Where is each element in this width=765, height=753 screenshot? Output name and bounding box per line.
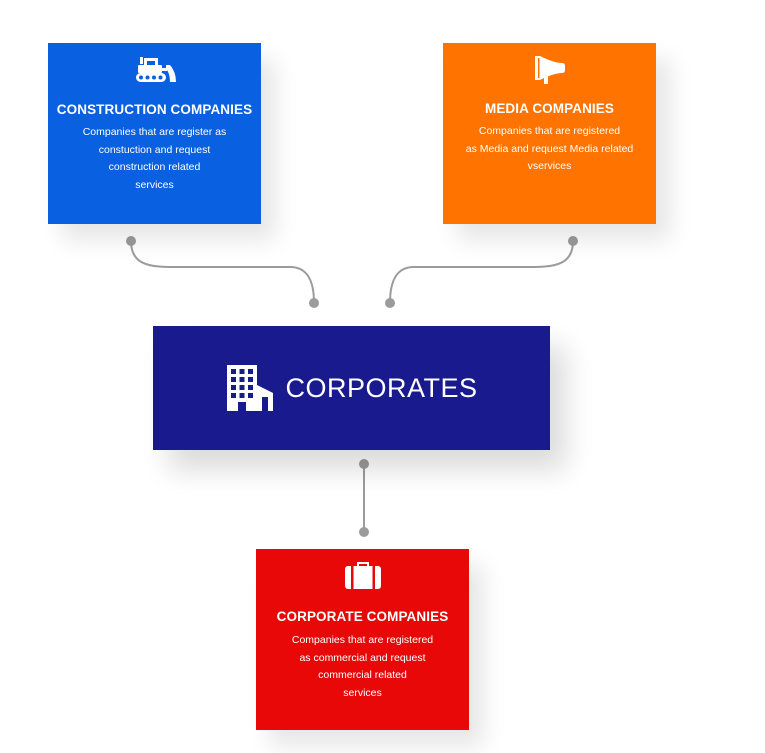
media-companies-card: MEDIA COMPANIES Companies that are regis… — [443, 43, 656, 224]
construction-companies-card: CONSTRUCTION COMPANIES Companies that ar… — [48, 43, 261, 224]
corporates-header: CORPORATES — [153, 326, 550, 450]
card-title: CORPORATE COMPANIES — [276, 609, 449, 624]
corporates-card: CORPORATES — [153, 326, 550, 450]
card-title: CONSTRUCTION COMPANIES — [56, 102, 253, 117]
corporate-companies-card: CORPORATE COMPANIES Companies that are r… — [256, 549, 469, 730]
connector-dot — [385, 298, 395, 308]
megaphone-icon — [534, 56, 565, 84]
connector-dot — [568, 236, 578, 246]
connector-construction — [130, 240, 315, 304]
connector-media — [389, 240, 574, 304]
connector-dot — [309, 298, 319, 308]
connector-dot — [126, 236, 136, 246]
card-title: MEDIA COMPANIES — [484, 101, 614, 116]
connector-dot — [359, 459, 369, 469]
card-description: Companies that are registered as commerc… — [291, 634, 434, 699]
corporates-title: CORPORATES — [285, 372, 478, 403]
card-description: Companies that are register as constucti… — [82, 126, 227, 191]
card-description: Companies that are registered as Media a… — [465, 125, 634, 172]
building-icon — [227, 365, 274, 411]
connector-dot — [359, 527, 369, 537]
bulldozer-icon — [135, 57, 176, 82]
briefcase-icon — [344, 562, 381, 589]
